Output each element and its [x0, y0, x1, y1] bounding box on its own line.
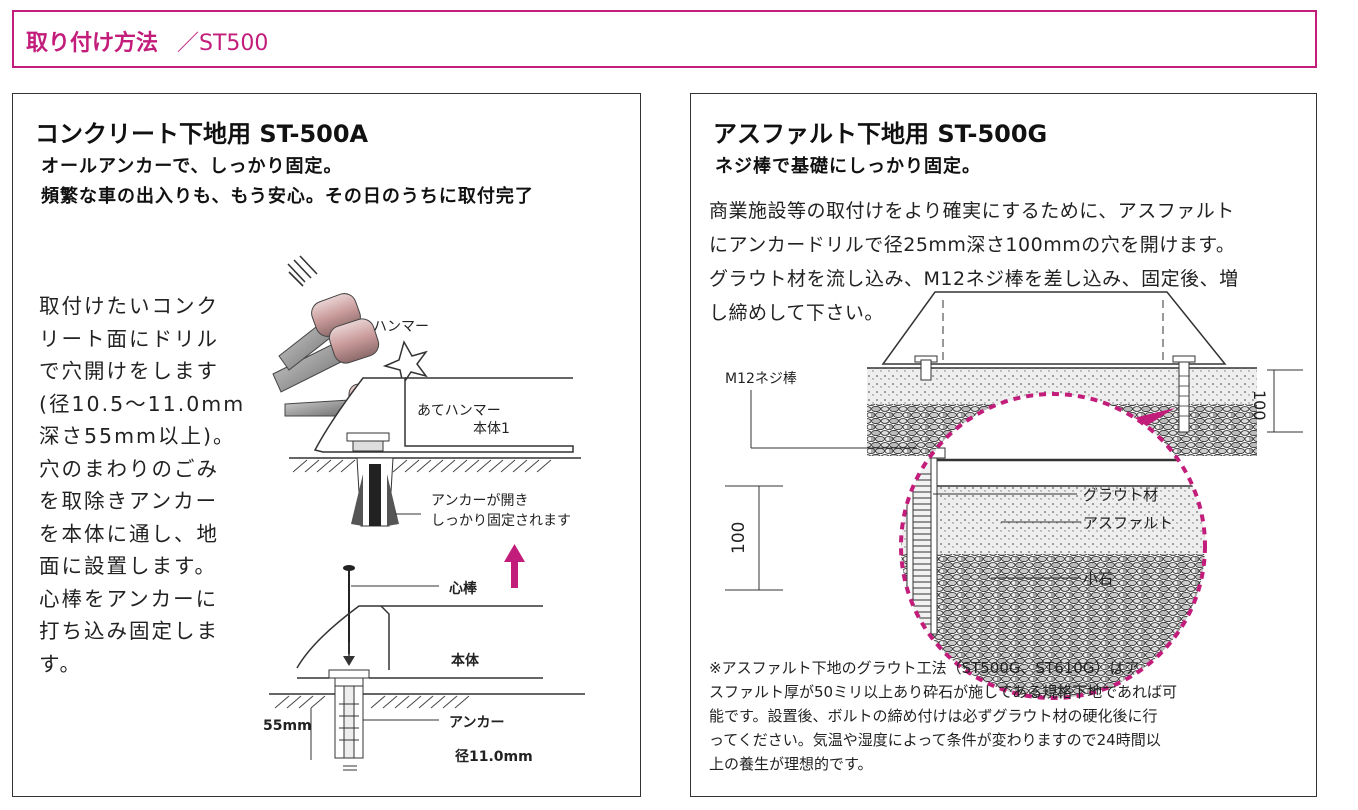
label-depth-55mm: 55mm [263, 718, 312, 734]
motion-lines-icon [287, 255, 318, 287]
instruction-line: 商業施設等の取付けをより確実にするために、アスファルト [709, 200, 1235, 222]
label-anchor: アンカー [449, 715, 505, 731]
label-shinbo: 心棒 [449, 581, 477, 597]
instruction-line: リート面にドリル [39, 326, 219, 351]
instruction-line: 深さ55mm以上)。 [39, 424, 236, 448]
label-stone: 小石 [1083, 570, 1114, 588]
instruction-line: を取除きアンカー [39, 489, 219, 513]
asphalt-panel: アスファルト下地用 ST-500G ネジ棒で基礎にしっかり固定。 商業施設等の取… [690, 93, 1317, 797]
note-line: 上の養生が理想的です。 [709, 755, 873, 773]
concrete-instructions: 取付けたいコンク リート面にドリル で穴開けをします (径10.5～11.0mm… [39, 290, 245, 680]
instruction-line: にアンカードリルで径25mm深さ100mmの穴を開けます。 [709, 234, 1236, 256]
asphalt-subtitle: ネジ棒で基礎にしっかり固定。 [715, 156, 981, 177]
label-firmly-fixed: しっかり固定されます [431, 513, 571, 529]
label-body1: 本体1 [473, 421, 510, 437]
label-dim-lower: 100 [729, 521, 749, 554]
label-hammer: ハンマー [373, 319, 429, 335]
instruction-line: 打ち込み固定しま [39, 619, 219, 643]
note-line: ※アスファルト下地のグラウト工法（ST500G、ST610G）はア [709, 659, 1140, 677]
note-line: ってください。気温や湿度によって条件が変わりますので24時間以 [709, 731, 1161, 749]
instruction-line: し締めして下さい。 [709, 302, 884, 324]
instruction-line: を本体に通し、地 [39, 521, 219, 546]
concrete-subtitle-1: オールアンカーで、しっかり固定。 [41, 156, 343, 177]
label-hontai: 本体 [451, 653, 479, 669]
asphalt-instructions: 商業施設等の取付けをより確実にするために、アスファルト にアンカードリルで径25… [709, 194, 1239, 330]
concrete-panel: コンクリート下地用 ST-500A オールアンカーで、しっかり固定。 頻繁な車の… [12, 93, 641, 797]
page-header: 取り付け方法 ／ST500 [12, 10, 1317, 68]
label-diameter: 径11.0mm [455, 749, 533, 765]
label-ate-hammer: あてハンマー [417, 403, 501, 419]
instruction-line: グラウト材を流し込み、M12ネジ棒を差し込み、固定後、増 [709, 268, 1239, 290]
label-grout: グラウト材 [1083, 486, 1159, 504]
asphalt-note: ※アスファルト下地のグラウト工法（ST500G、ST610G）はア スファルト厚… [709, 656, 1177, 776]
note-line: スファルト厚が50ミリ以上あり砕石が施してある規格下地であれば可 [709, 683, 1178, 701]
zoom-circle [899, 392, 1207, 700]
concrete-subtitle-2: 頻繁な車の出入りも、もう安心。その日のうちに取付完了 [41, 186, 534, 207]
instruction-line: 心棒をアンカーに [39, 586, 219, 611]
hammer-motion-icon [272, 293, 380, 393]
note-line: 能です。設置後、ボルトの締め付けは必ずグラウト材の硬化後に行 [709, 707, 1158, 725]
header-model: ／ST500 [177, 31, 269, 56]
instruction-line: 取付けたいコンク [39, 294, 219, 318]
header-title: 取り付け方法 [26, 31, 159, 56]
label-dim-upper: 100 [1250, 390, 1269, 421]
instruction-line: (径10.5～11.0mm [39, 391, 246, 416]
label-anchor-opens: アンカーが開き [431, 493, 529, 509]
instruction-line: す。 [39, 651, 82, 676]
concrete-installation-diagram [269, 255, 585, 771]
instruction-line: で穴開けをします [39, 359, 219, 383]
instruction-line: 面に設置します。 [39, 554, 217, 578]
asphalt-installation-diagram [725, 291, 1303, 700]
arrow-up-icon [504, 544, 525, 588]
asphalt-title: アスファルト下地用 ST-500G [713, 120, 1048, 148]
concrete-title: コンクリート下地用 ST-500A [35, 120, 369, 148]
instruction-line: 穴のまわりのごみ [39, 456, 219, 481]
impact-star-icon [382, 340, 428, 386]
label-asphalt: アスファルト [1083, 514, 1174, 532]
label-m12-rod: M12ネジ棒 [725, 371, 797, 387]
